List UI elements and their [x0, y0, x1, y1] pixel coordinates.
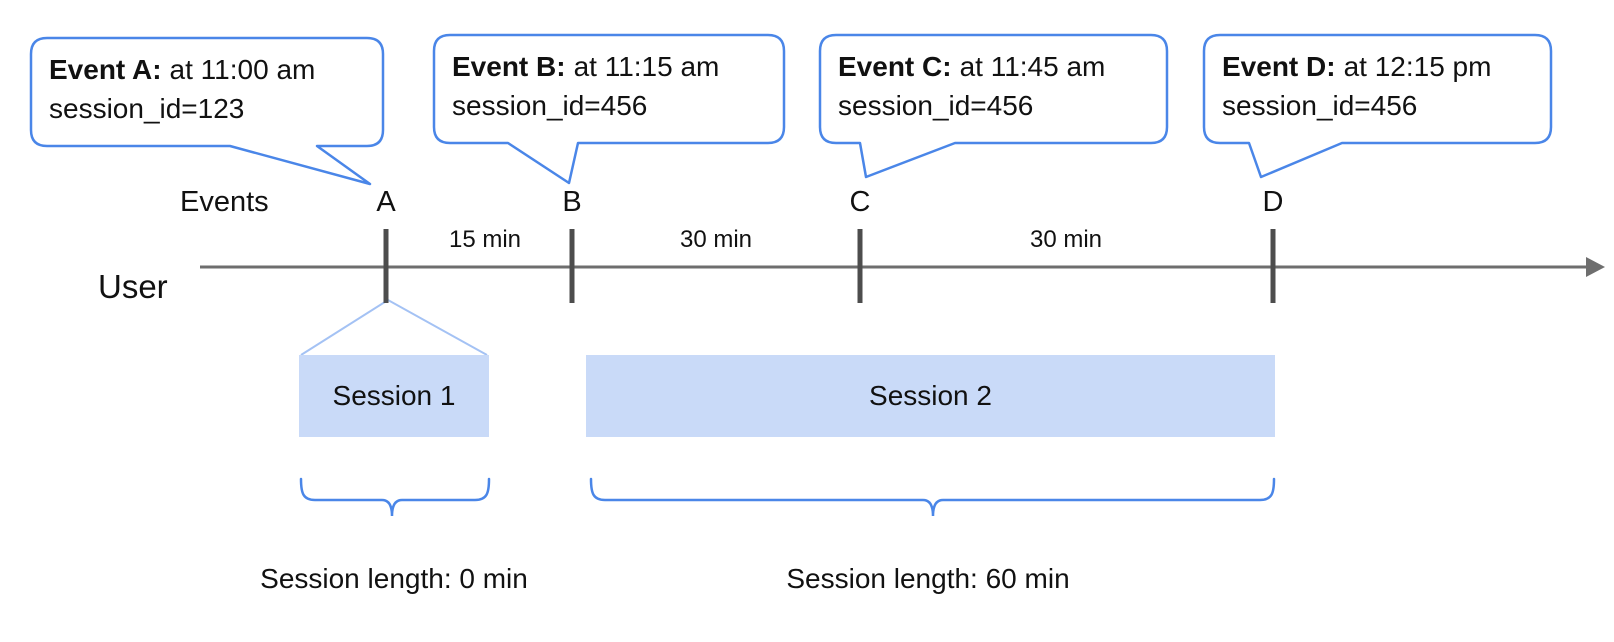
callout-text-event-d: Event D:at 12:15 pm session_id=456 [1222, 47, 1491, 125]
event-a-title: Event A: [49, 54, 162, 85]
session-2-bar: Session 2 [586, 355, 1275, 437]
event-c-time: at 11:45 am [959, 51, 1106, 82]
event-c-title: Event C: [838, 51, 952, 82]
session-1-bar: Session 1 [299, 355, 489, 437]
interval-a-b: 15 min [448, 226, 522, 253]
callout-line1: Event A:at 11:00 am [49, 50, 315, 89]
callout-line1: Event B:at 11:15 am [452, 47, 719, 86]
session-1-length-label: Session length: 0 min [260, 563, 528, 594]
event-d-time: at 12:15 pm [1343, 51, 1492, 82]
interval-b-c: 30 min [679, 226, 753, 253]
callout-bubble-event-a [29, 36, 385, 186]
callout-bubble-event-d [1202, 33, 1553, 179]
event-b-time: at 11:15 am [573, 51, 720, 82]
events-row-label: Events [180, 186, 269, 218]
session-2-length-label: Session length: 60 min [786, 563, 1070, 594]
marker-d: D [1262, 186, 1284, 218]
marker-c: C [849, 186, 871, 218]
session1-funnel-lines [300, 298, 488, 356]
callout-text-event-c: Event C:at 11:45 am session_id=456 [838, 47, 1105, 125]
callout-bubble-event-c [818, 33, 1169, 179]
callout-bubble-event-b [432, 33, 786, 185]
marker-a: A [376, 186, 396, 218]
session-2-label: Session 2 [869, 380, 992, 411]
event-a-time: at 11:00 am [169, 54, 316, 85]
event-d-title: Event D: [1222, 51, 1336, 82]
session-1-label: Session 1 [332, 380, 456, 411]
session2-brace [589, 477, 1276, 517]
marker-b: B [562, 186, 582, 218]
session1-brace [299, 477, 491, 517]
event-b-session-id: session_id=456 [452, 90, 648, 121]
event-b-title: Event B: [452, 51, 566, 82]
interval-c-d: 30 min [1029, 226, 1103, 253]
callout-line1: Event D:at 12:15 pm [1222, 47, 1491, 86]
timeline-arrowhead-icon [1586, 257, 1605, 277]
event-d-session-id: session_id=456 [1222, 90, 1418, 121]
user-row-label: User [98, 268, 168, 305]
callout-text-event-b: Event B:at 11:15 am session_id=456 [452, 47, 719, 125]
event-a-session-id: session_id=123 [49, 93, 245, 124]
callout-text-event-a: Event A:at 11:00 am session_id=123 [49, 50, 315, 128]
event-c-session-id: session_id=456 [838, 90, 1034, 121]
callout-line1: Event C:at 11:45 am [838, 47, 1105, 86]
